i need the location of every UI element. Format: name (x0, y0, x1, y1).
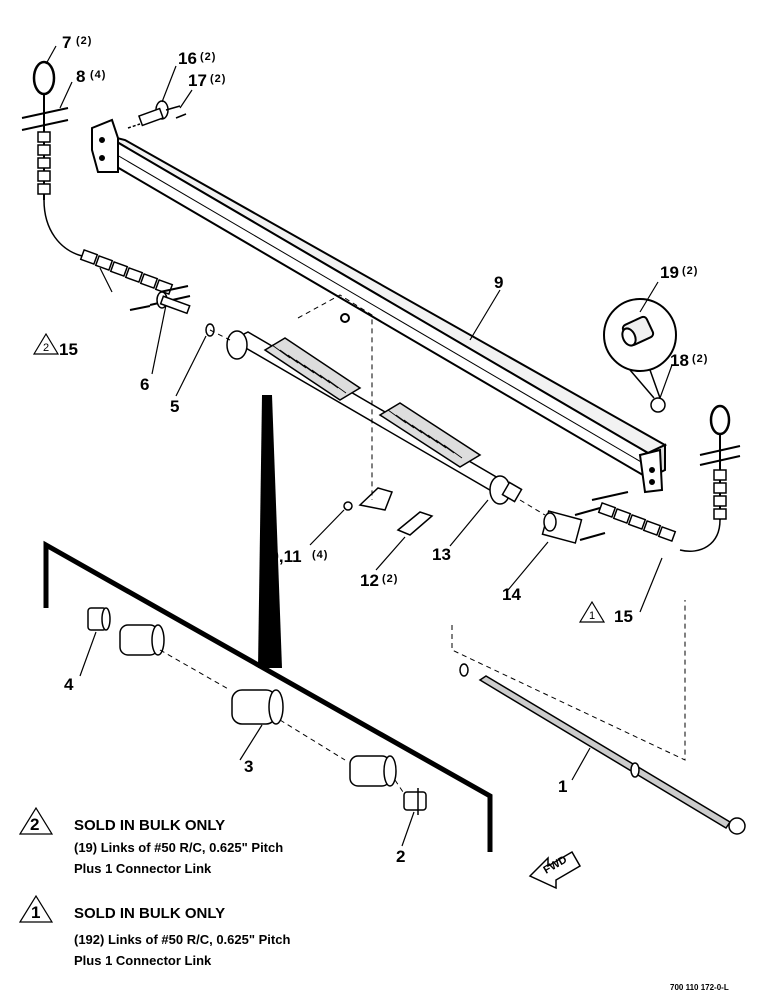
note-1-line2: Plus 1 Connector Link (74, 953, 212, 968)
callout-10-11-qty: (4) (312, 549, 328, 561)
tube-spring-part-13 (226, 330, 523, 505)
note-2-line1: (19) Links of #50 R/C, 0.625" Pitch (74, 840, 283, 855)
callout-8-qty: (4) (90, 69, 106, 81)
callout-15-left-number: 15 (59, 340, 78, 359)
callout-3: 3 (244, 757, 253, 776)
callout-9: 9 (494, 273, 503, 292)
callout-17: 17 (188, 71, 207, 90)
callout-15-left-marker: 2 (43, 342, 49, 354)
note-2-marker: 2 (30, 815, 39, 834)
bracket-part-12 (358, 487, 434, 536)
inset-parts (87, 607, 427, 815)
note-2-triangle (18, 806, 54, 835)
fwd-arrow-icon: FWD (528, 850, 582, 890)
left-chain-assembly (21, 60, 191, 311)
note-2: 2 SOLD IN BULK ONLY (19) Links of #50 R/… (18, 806, 283, 876)
note-1-line1: (192) Links of #50 R/C, 0.625" Pitch (74, 932, 290, 947)
callout-18-qty: (2) (692, 353, 708, 365)
callout-15-left: 2 15 (32, 332, 78, 359)
note-2-line2: Plus 1 Connector Link (74, 861, 212, 876)
inset-panel (43, 395, 493, 852)
callout-12: 12 (360, 571, 379, 590)
callout-14: 14 (502, 585, 521, 604)
note-1-title: SOLD IN BULK ONLY (74, 905, 225, 922)
callout-18: 18 (670, 351, 689, 370)
callout-5: 5 (170, 397, 179, 416)
bolt-part-16-17 (127, 100, 187, 129)
callout-16: 16 (178, 49, 197, 68)
callout-6: 6 (140, 375, 149, 394)
callout-16-qty: (2) (200, 51, 216, 63)
bearing-part-14 (541, 507, 606, 544)
note-1-triangle (18, 894, 54, 923)
bolt-part-10-11 (343, 501, 353, 511)
callout-10-11: 10,11 (260, 547, 302, 566)
detail-circle-19 (603, 298, 677, 399)
note-1: 1 SOLD IN BULK ONLY (192) Links of #50 R… (18, 894, 290, 968)
callout-12-qty: (2) (382, 573, 398, 585)
note-1-marker: 1 (31, 903, 40, 922)
callout-1: 1 (558, 777, 567, 796)
note-2-title: SOLD IN BULK ONLY (74, 817, 225, 834)
leader-lines (45, 45, 673, 847)
reference-lines (209, 294, 686, 761)
spring-coils (271, 344, 463, 459)
callout-7-qty: (2) (76, 35, 92, 47)
callout-15-right-number: 15 (614, 607, 633, 626)
callout-13: 13 (432, 545, 451, 564)
inset-dash (159, 649, 406, 796)
callout-15-right-marker: 1 (589, 610, 595, 622)
callout-15-right: 1 15 (578, 600, 633, 626)
callout-7: 7 (62, 33, 71, 52)
right-chain-assembly (591, 404, 741, 552)
callout-19-qty: (2) (682, 265, 698, 277)
beam-part-9 (91, 118, 668, 494)
document-id: 700 110 172-0-L (670, 983, 729, 992)
bolt-part-6 (156, 291, 191, 315)
callout-19: 19 (660, 263, 679, 282)
callout-17-qty: (2) (210, 73, 226, 85)
callout-8: 8 (76, 67, 85, 86)
cap-part-18 (650, 397, 666, 413)
callout-2: 2 (396, 847, 405, 866)
rod-part-1 (459, 663, 746, 835)
callout-4: 4 (64, 675, 74, 694)
